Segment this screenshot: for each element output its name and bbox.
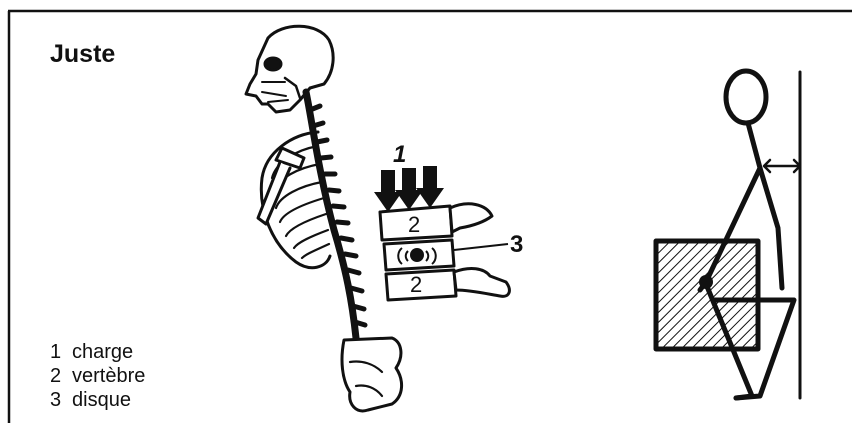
lower-vertebra-process	[454, 269, 509, 297]
figure-arm	[760, 168, 782, 288]
legend-label: vertèbre	[72, 364, 145, 388]
upper-vertebra-number: 2	[408, 212, 420, 237]
seated-figure	[656, 71, 800, 398]
disc-number: 3	[510, 231, 523, 258]
page-title: Juste	[50, 40, 115, 69]
upper-vertebra-process	[450, 204, 492, 232]
distance-arrow	[764, 160, 800, 172]
hatched-box	[656, 241, 758, 349]
vertebra-detail	[374, 166, 509, 300]
disc-callout-line	[454, 244, 508, 250]
lower-vertebra-number: 2	[410, 272, 422, 297]
legend-number: 1	[50, 340, 72, 364]
figure-head	[726, 71, 766, 123]
legend-number: 3	[50, 388, 72, 412]
load-arrows	[374, 166, 444, 212]
charge-number: 1	[393, 141, 406, 168]
pelvis	[342, 338, 402, 411]
skeleton-figure	[246, 26, 402, 411]
skull	[246, 26, 333, 112]
legend-number: 2	[50, 364, 72, 388]
legend-label: disque	[72, 388, 131, 412]
legend-label: charge	[72, 340, 133, 364]
